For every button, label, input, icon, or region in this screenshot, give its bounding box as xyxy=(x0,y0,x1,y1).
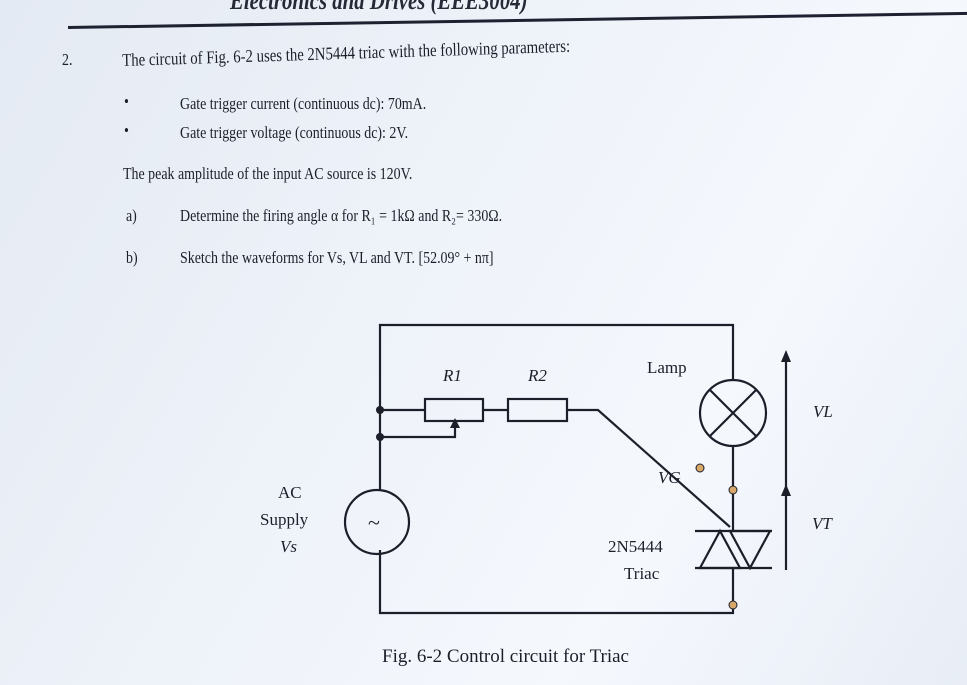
r1-label: R1 xyxy=(443,366,462,385)
bullet-gate-current: Gate trigger current (continuous dc): 70… xyxy=(180,94,427,113)
resistor-r1 xyxy=(423,397,485,423)
peak-amplitude-note: The peak amplitude of the input AC sourc… xyxy=(123,164,413,183)
ac-label: AC xyxy=(278,483,302,502)
part-a-text: Determine the firing angle α for R₁ = 1k… xyxy=(180,206,503,225)
wire-gate xyxy=(567,408,731,528)
part-b-text: Sketch the waveforms for Vs, VL and VT. … xyxy=(180,248,494,267)
wire-bottom xyxy=(378,550,735,615)
vt-label: VT xyxy=(812,514,832,533)
triac-part-label: 2N5444 xyxy=(608,537,663,556)
bullet-icon: • xyxy=(124,121,129,140)
part-a-label: a) xyxy=(126,206,137,225)
vl-label: VL xyxy=(813,402,833,421)
r2-label: R2 xyxy=(528,366,547,385)
node-dot xyxy=(376,406,384,414)
terminal-dot xyxy=(728,485,738,495)
course-header: Electronics and Drives (EEE3004) xyxy=(230,0,528,15)
triac-label: Triac xyxy=(624,564,660,583)
source-tilde: ~ xyxy=(368,510,380,535)
resistor-r2 xyxy=(506,397,569,423)
figure-caption: Fig. 6-2 Control circuit for Triac xyxy=(382,646,629,667)
wiper-wire xyxy=(380,424,457,439)
bullet-gate-voltage: Gate trigger voltage (continuous dc): 2V… xyxy=(180,123,409,142)
supply-label: Supply xyxy=(260,510,309,529)
triac-triangle-left xyxy=(698,528,742,570)
terminal-dot xyxy=(728,600,738,610)
part-b-label: b) xyxy=(126,248,138,267)
wire-top-loop xyxy=(378,323,735,490)
node-dot xyxy=(376,433,384,441)
triac-triangle-right xyxy=(728,529,772,571)
lamp-symbol xyxy=(698,378,768,448)
ac-source-symbol xyxy=(343,488,411,556)
lamp-label: Lamp xyxy=(647,358,687,377)
vs-label: Vs xyxy=(280,537,297,556)
question-number: 2. xyxy=(62,50,73,69)
bullet-icon: • xyxy=(124,92,129,111)
gate-terminal-dot xyxy=(695,463,705,473)
vg-label: VG xyxy=(658,468,681,487)
